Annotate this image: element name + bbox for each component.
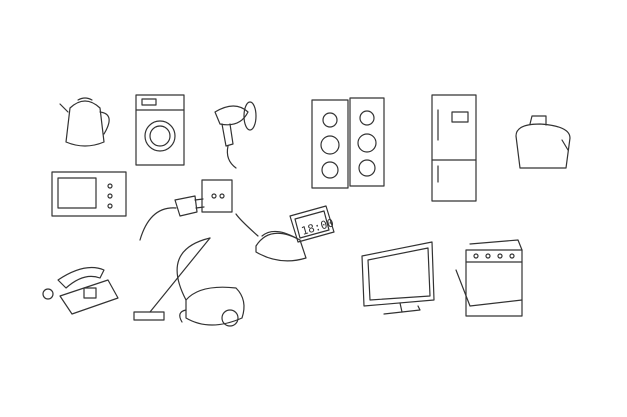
- telephone-icon: [42, 267, 119, 315]
- kettle-icon: [59, 97, 110, 147]
- clock-display: 18:00: [300, 216, 335, 238]
- stove-oven-icon: [455, 239, 523, 317]
- refrigerator-icon: [431, 94, 477, 202]
- alarm-clock-icon: 18:00: [289, 205, 335, 243]
- tv-monitor-icon: [361, 241, 435, 315]
- plug-and-socket-icon: [139, 179, 233, 241]
- microwave-icon: [51, 171, 127, 217]
- iron-icon: [235, 213, 307, 262]
- toaster-icon: [515, 115, 571, 169]
- speakers-icon: [311, 97, 385, 189]
- vacuum-cleaner-icon: [133, 237, 245, 327]
- washing-machine-icon: [135, 94, 185, 166]
- hair-dryer-icon: [214, 101, 257, 169]
